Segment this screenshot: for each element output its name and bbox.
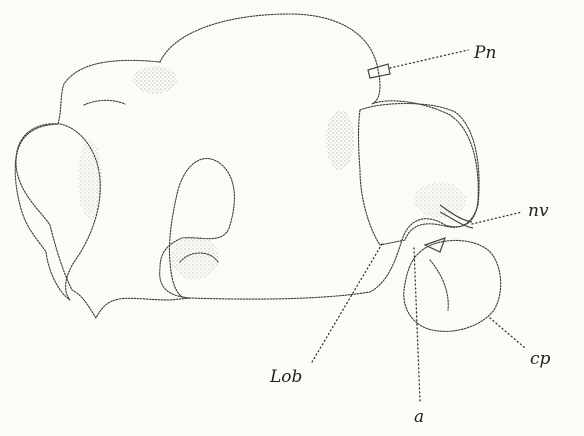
pore [368,64,390,78]
label-lob: Lob [269,367,302,387]
leader-pn [390,50,468,68]
label-nv: nv [528,201,549,221]
leader-lob [312,244,382,362]
label-cp: cp [530,349,551,369]
label-pn: Pn [473,43,496,63]
leader-cp [490,318,525,348]
capsule [404,240,501,331]
label-a: a [414,407,424,427]
leader-nv [472,212,522,224]
